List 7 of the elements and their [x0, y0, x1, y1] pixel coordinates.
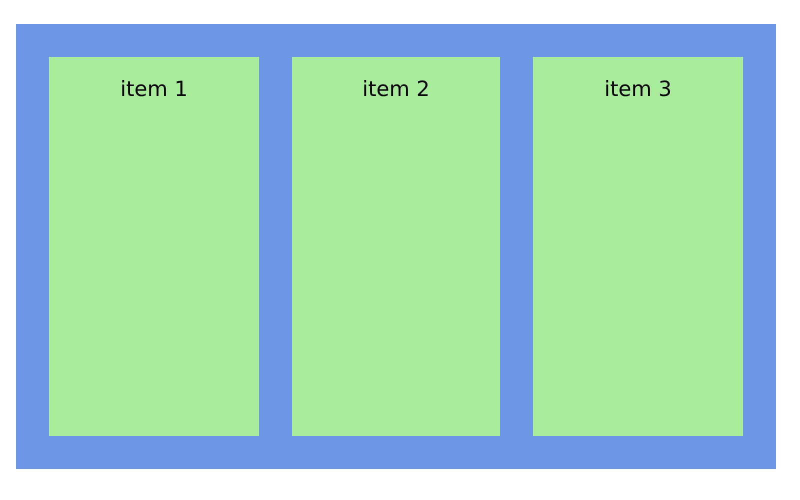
- container-panel: [16, 24, 776, 469]
- item-label: item 3: [604, 77, 672, 101]
- item-panel: [49, 57, 259, 436]
- item-panel: [533, 57, 743, 436]
- item-label: item 2: [362, 77, 430, 101]
- item-label: item 1: [120, 77, 188, 101]
- item-panel: [292, 57, 500, 436]
